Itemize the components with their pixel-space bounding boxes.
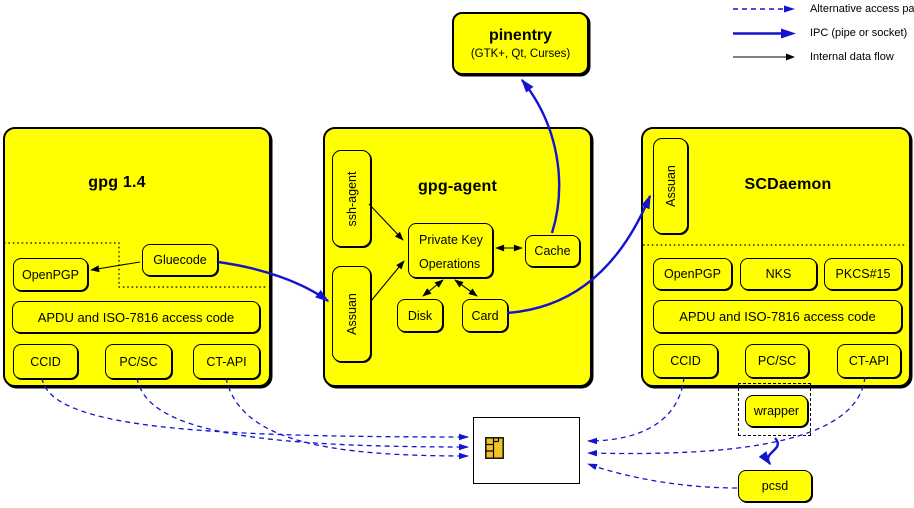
gpg14-gluecode-node: Gluecode (142, 244, 218, 276)
scdaemon-ctapi-node: CT-API (837, 344, 901, 378)
ipc-wrapper-to-pcsd (758, 437, 779, 466)
scdaemon-ctapi-label: CT-API (848, 354, 890, 368)
pinentry-node: pinentry (GTK+, Qt, Curses) (452, 12, 589, 75)
gpg14-ccid-label: CCID (30, 354, 61, 369)
gpg-agent-assuan-label: Assuan (344, 293, 359, 335)
thin-black-arrow-icon (733, 53, 795, 61)
gpg14-container: gpg 1.4 OpenPGP Gluecode APDU and ISO-78… (3, 127, 271, 387)
scdaemon-assuan-label: Assuan (663, 165, 678, 207)
private-key-line1: Private Key (419, 233, 483, 247)
card-label: Card (471, 308, 499, 323)
scdaemon-nks-label: NKS (765, 267, 792, 281)
gpg14-pcsc-node: PC/SC (105, 344, 172, 379)
pinentry-subtitle: (GTK+, Qt, Curses) (470, 48, 571, 60)
gpg14-ccid-node: CCID (13, 344, 78, 379)
scdaemon-pcsc-node: PC/SC (745, 344, 809, 378)
wrapper-node: wrapper (745, 395, 808, 427)
gpg14-openpgp-node: OpenPGP (13, 258, 88, 291)
legend-item-ipc: IPC (pipe or socket) (733, 26, 907, 40)
gpg-agent-title: gpg-agent (417, 178, 498, 195)
legend-label: Internal data flow (810, 51, 894, 63)
scdaemon-pkcs15-label: PKCS#15 (835, 267, 891, 281)
dashed-blue-arrow-icon (733, 5, 795, 13)
gpg14-openpgp-label: OpenPGP (22, 267, 79, 282)
private-key-operations-node: Private Key Operations (408, 223, 493, 278)
scdaemon-apdu-label: APDU and ISO-7816 access code (679, 309, 876, 324)
scdaemon-assuan-node: Assuan (653, 138, 688, 234)
gpg14-apdu-label: APDU and ISO-7816 access code (37, 309, 235, 325)
gpg14-apdu-node: APDU and ISO-7816 access code (12, 301, 260, 333)
scdaemon-pkcs15-node: PKCS#15 (824, 258, 902, 290)
cache-label: Cache (534, 244, 571, 258)
smartcard (473, 417, 580, 484)
scdaemon-pcsc-label: PC/SC (757, 354, 797, 368)
smartcard-chip-icon (485, 437, 504, 459)
gpg-agent-container: gpg-agent ssh-agent Assuan Private Key O… (323, 127, 592, 387)
gpg14-title: gpg 1.4 (88, 174, 146, 191)
alt-pcsd-to-smartcard (587, 463, 738, 489)
legend-label: Alternative access paths (810, 3, 914, 15)
card-node: Card (462, 299, 508, 332)
pcsd-label: pcsd (761, 479, 789, 493)
gpg14-pcsc-label: PC/SC (119, 354, 158, 369)
alt-scdaemon-ctapi-to-smartcard (587, 376, 866, 457)
gpg-agent-ssh-agent-node: ssh-agent (332, 150, 371, 247)
pinentry-title: pinentry (488, 27, 553, 44)
gpg-agent-assuan-node: Assuan (332, 266, 371, 362)
alt-gpg14-pcsc-to-smartcard (136, 377, 469, 451)
scdaemon-nks-node: NKS (740, 258, 817, 290)
legend-item-internal: Internal data flow (733, 50, 894, 64)
wrapper-label: wrapper (753, 404, 800, 418)
cache-node: Cache (525, 235, 580, 267)
scdaemon-title: SCDaemon (744, 176, 832, 193)
legend-label: IPC (pipe or socket) (810, 27, 908, 39)
pcsd-node: pcsd (738, 470, 812, 502)
ssh-agent-label: ssh-agent (344, 171, 359, 226)
scdaemon-apdu-node: APDU and ISO-7816 access code (653, 300, 902, 333)
gpg14-gluecode-label: Gluecode (153, 253, 207, 267)
gpg14-ctapi-node: CT-API (193, 344, 260, 379)
scdaemon-ccid-node: CCID (653, 344, 718, 378)
gpg14-ctapi-label: CT-API (206, 354, 247, 369)
private-key-line2: Operations (419, 256, 481, 271)
scdaemon-openpgp-node: OpenPGP (653, 258, 732, 290)
disk-node: Disk (397, 299, 443, 332)
legend-item-alternative: Alternative access paths (733, 2, 914, 16)
alt-gpg14-ctapi-to-smartcard (225, 377, 469, 460)
disk-label: Disk (407, 308, 433, 323)
scdaemon-ccid-label: CCID (670, 354, 701, 368)
thick-blue-arrow-icon (733, 28, 796, 38)
scdaemon-openpgp-label: OpenPGP (664, 267, 721, 281)
scdaemon-container: SCDaemon Assuan OpenPGP NKS PKCS#15 APDU… (641, 127, 911, 387)
